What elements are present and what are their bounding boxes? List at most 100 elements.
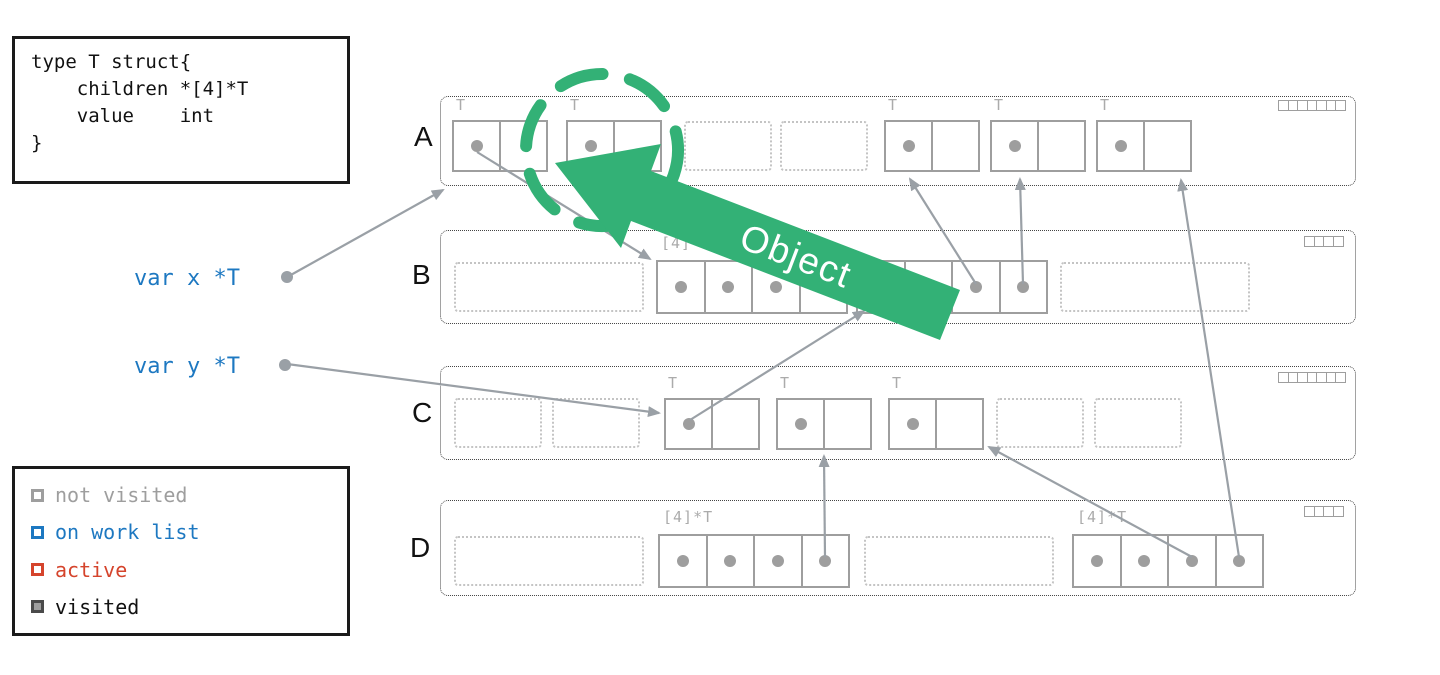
row-label-b: B	[412, 259, 431, 290]
pointer-dot	[1114, 140, 1127, 152]
free-slot	[1060, 262, 1250, 312]
var-y-pointer-dot	[279, 359, 291, 371]
heap-row-d	[440, 500, 1356, 596]
pointer-field-cell	[998, 262, 1047, 312]
bitmap-cell	[1332, 236, 1344, 247]
pointer-dot	[969, 281, 982, 293]
free-slot	[996, 398, 1084, 448]
type-label-T: T	[994, 96, 1005, 114]
object-T	[566, 120, 662, 172]
pointer-field-cell	[1214, 536, 1263, 586]
legend-item-not-visited: not visited	[31, 483, 331, 507]
type-label-T: T	[668, 374, 679, 392]
pointer-field-cell	[1098, 122, 1143, 170]
type-label-T: T	[888, 96, 899, 114]
pointer-field-cell	[454, 122, 499, 170]
bitmap-grid	[1278, 372, 1346, 383]
pointer-field-cell	[703, 262, 752, 312]
pointer-field-cell	[890, 400, 935, 448]
pointer-dot	[674, 281, 687, 293]
pointer-field-cell	[751, 262, 799, 312]
pointer-dot	[794, 418, 807, 430]
object-T	[990, 120, 1086, 172]
free-slot	[864, 536, 1054, 586]
pointer-dot	[769, 281, 782, 293]
var-y-label: var y *T	[134, 354, 240, 379]
legend-box: not visited on work list active visited	[12, 466, 350, 636]
free-slot	[780, 121, 868, 171]
pointer-field-cell	[800, 536, 849, 586]
pointer-dot	[1008, 140, 1021, 152]
pointer-field-cell	[666, 400, 711, 448]
pointer-dot	[817, 281, 830, 293]
visited-swatch-icon	[31, 600, 44, 614]
legend-label: active	[55, 557, 128, 582]
bitmap-grid	[1304, 236, 1344, 247]
active-swatch-icon	[31, 563, 44, 577]
pointer-dot	[470, 140, 483, 152]
row-label-a: A	[414, 121, 433, 152]
array-4T	[658, 534, 850, 588]
value-field-cell	[711, 400, 758, 448]
type-label-T: T	[892, 374, 903, 392]
pointer-field-cell	[858, 262, 904, 312]
type-definition-box: type T struct{ children *[4]*T value int…	[12, 36, 350, 184]
pointer-dot	[819, 555, 832, 567]
legend-label: on work list	[55, 520, 200, 545]
pointer-field-cell	[778, 400, 823, 448]
work-list-swatch-icon	[31, 525, 44, 539]
bitmap-grid	[1278, 100, 1346, 111]
pointer-field-cell	[1167, 536, 1215, 586]
free-slot	[454, 398, 542, 448]
value-field-cell	[823, 400, 870, 448]
pointer-dot	[584, 140, 597, 152]
code-line: value int	[31, 105, 215, 127]
bitmap-grid	[1304, 506, 1344, 517]
pointer-dot	[682, 418, 695, 430]
not-visited-swatch-icon	[31, 488, 44, 502]
pointer-field-cell	[1074, 536, 1120, 586]
object-T	[452, 120, 548, 172]
type-label-array: [4]*T	[1077, 508, 1128, 526]
legend-item-on-work-list: on work list	[31, 520, 331, 544]
array-4T	[1072, 534, 1264, 588]
object-T	[664, 398, 760, 450]
pointer-dot	[724, 555, 737, 567]
pointer-dot	[922, 281, 935, 293]
free-slot	[454, 536, 644, 586]
type-label-T: T	[1100, 96, 1111, 114]
object-T	[1096, 120, 1192, 172]
pointer-dot	[1090, 555, 1103, 567]
pointer-dot	[1017, 281, 1030, 293]
array-4T	[656, 260, 848, 314]
pointer-dot	[874, 281, 887, 293]
code-line: type T struct{	[31, 51, 192, 73]
value-field-cell	[1037, 122, 1084, 170]
free-slot	[684, 121, 772, 171]
value-field-cell	[613, 122, 660, 170]
bitmap-cell	[1335, 372, 1346, 383]
pointer-field-cell	[951, 262, 999, 312]
free-slot	[552, 398, 640, 448]
array-4T	[856, 260, 1048, 314]
free-slot	[1094, 398, 1182, 448]
type-label-T: T	[456, 96, 467, 114]
pointer-field-cell	[1119, 536, 1168, 586]
pointer-field-cell	[903, 262, 952, 312]
pointer-dot	[906, 418, 919, 430]
pointer-dot	[676, 555, 689, 567]
pointer-dot	[902, 140, 915, 152]
pointer-field-cell	[753, 536, 801, 586]
legend-label: not visited	[55, 483, 188, 507]
type-label-T: T	[570, 96, 581, 114]
pointer-dot	[1138, 555, 1151, 567]
legend-item-visited: visited	[31, 595, 331, 619]
pointer-field-cell	[568, 122, 613, 170]
object-T	[888, 398, 984, 450]
row-label-c: C	[412, 397, 433, 428]
pointer-dot	[1233, 555, 1246, 567]
row-label-d: D	[410, 532, 431, 563]
type-label-array: [4]*T	[661, 234, 712, 252]
bitmap-cell	[1332, 506, 1344, 517]
pointer-dot	[771, 555, 784, 567]
